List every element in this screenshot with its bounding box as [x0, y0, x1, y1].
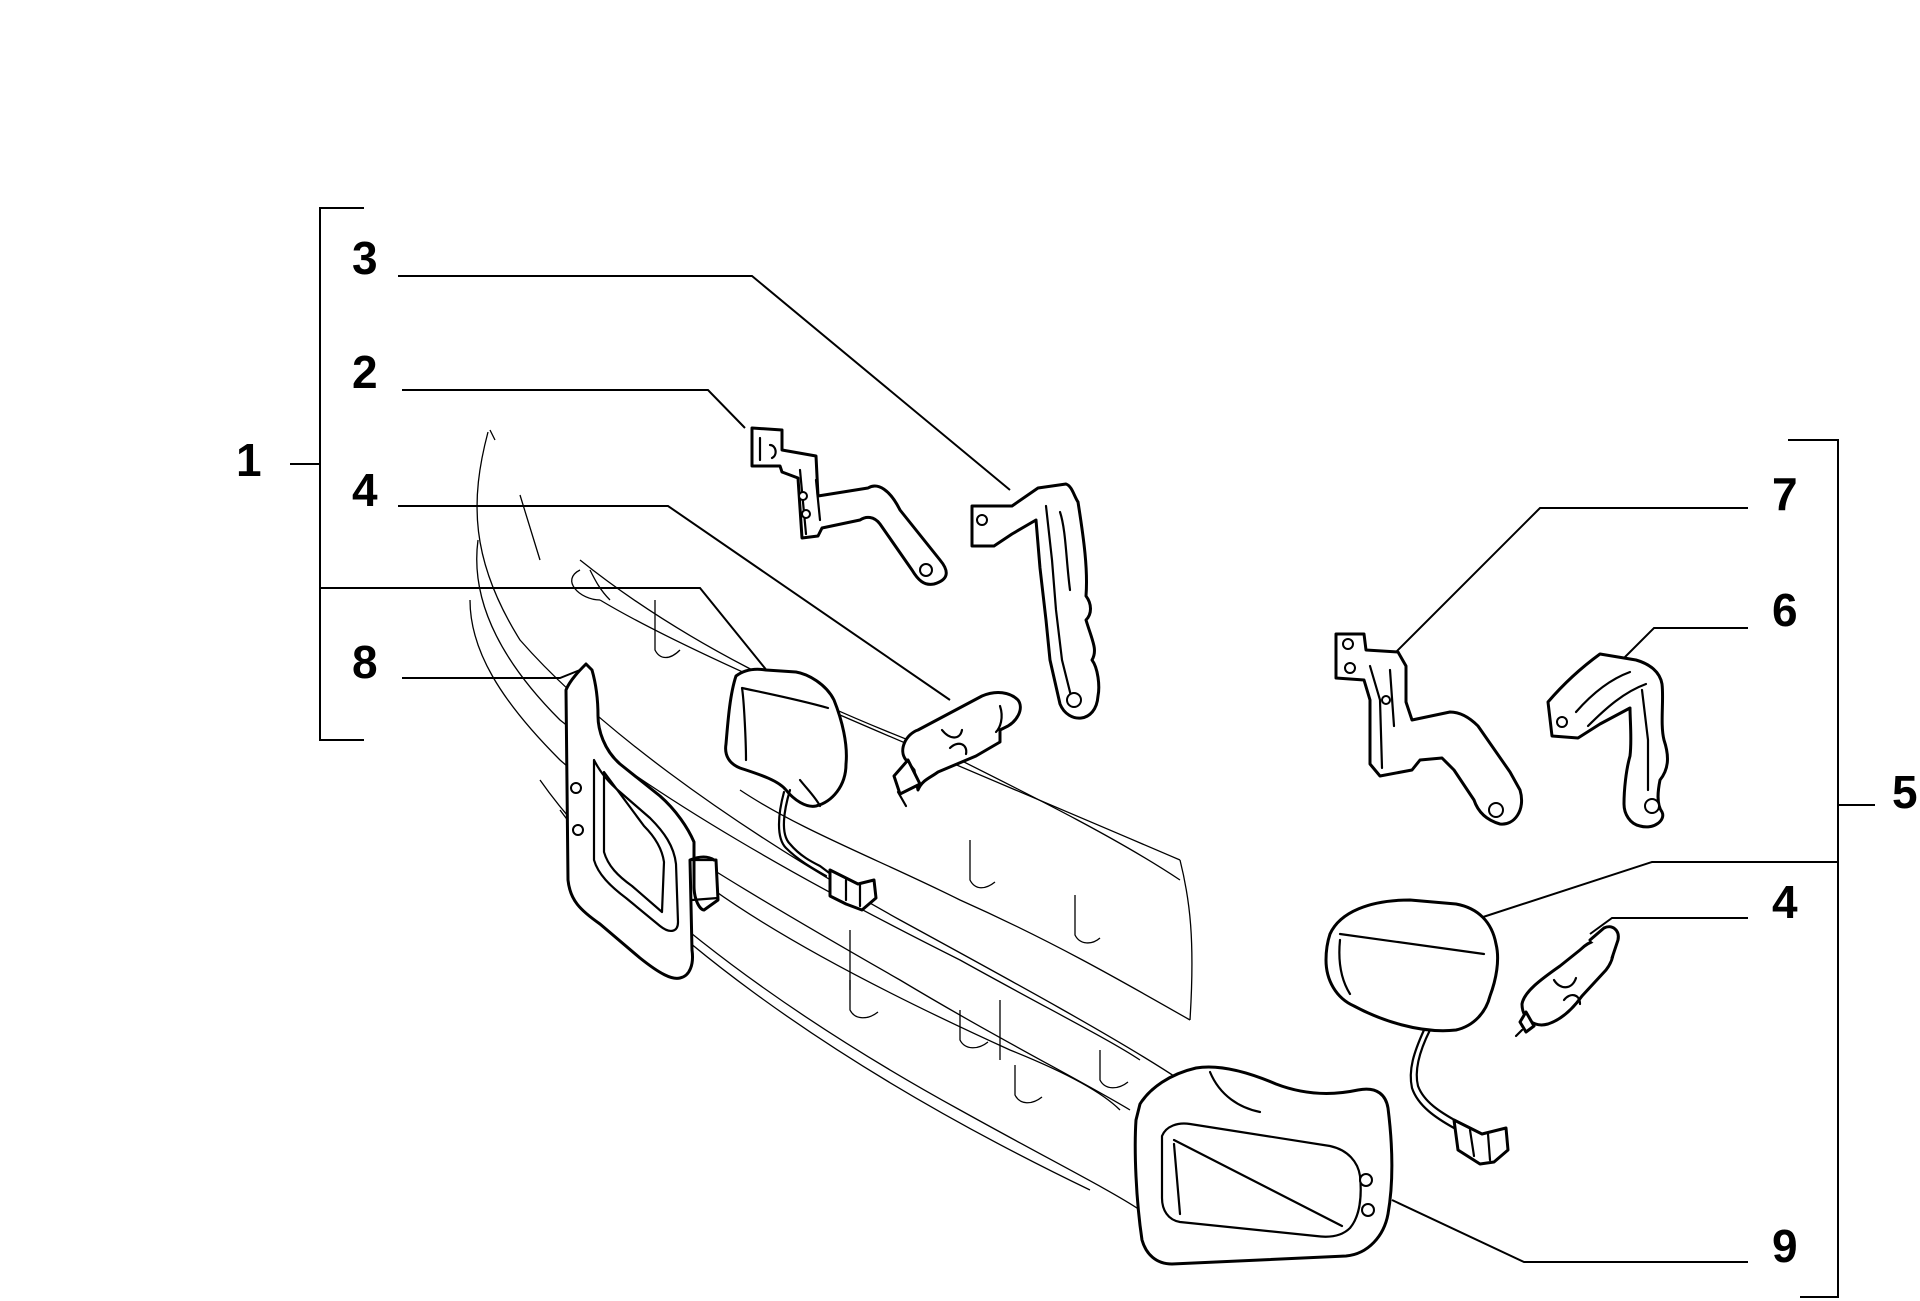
callout-5: 5 [1892, 766, 1918, 818]
callout-9: 9 [1772, 1220, 1798, 1272]
bulb-part-4-left [892, 691, 1022, 808]
fog-lamp-left [724, 667, 878, 912]
callout-6: 6 [1772, 584, 1798, 636]
bracket-part-6 [1546, 652, 1669, 829]
callout-3: 3 [352, 232, 378, 284]
callout-labels: 1 3 2 4 8 7 6 5 4 9 [236, 232, 1918, 1272]
callout-8: 8 [352, 636, 378, 688]
callout-2: 2 [352, 346, 378, 398]
leader-lines [320, 275, 1838, 1263]
fog-lamp-right [1324, 898, 1510, 1166]
bracket-part-2 [750, 426, 948, 586]
callout-7: 7 [1772, 468, 1798, 520]
lamp-frame-part-9 [1133, 1065, 1394, 1266]
callout-4-right: 4 [1772, 876, 1798, 928]
callout-4-left: 4 [352, 464, 378, 516]
bracket-part-7 [1334, 632, 1523, 826]
lamp-frame-part-8 [564, 662, 720, 980]
callout-1: 1 [236, 434, 262, 486]
group-bracket-5 [1788, 439, 1875, 1298]
bulb-part-4-right [1514, 925, 1620, 1038]
group-bracket-1 [290, 207, 364, 741]
bracket-part-3 [970, 482, 1101, 720]
